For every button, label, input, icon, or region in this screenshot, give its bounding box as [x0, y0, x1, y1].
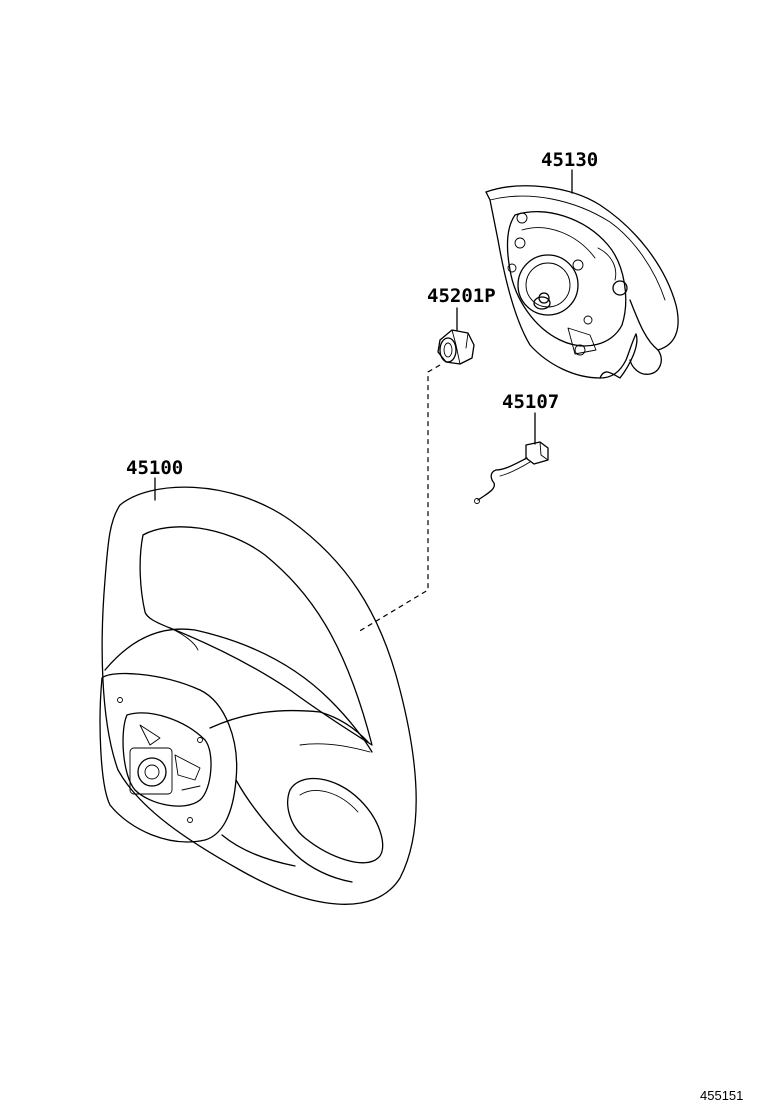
airbag-assembly-drawing[interactable]: [485, 185, 679, 379]
steering-wheel-drawing[interactable]: [99, 486, 417, 905]
wire-drawing[interactable]: [474, 441, 549, 504]
part-label-45201P[interactable]: 45201P: [427, 285, 496, 307]
dashed-assembly-line: [357, 364, 441, 633]
figure-number: 455151: [700, 1088, 743, 1103]
nut-drawing[interactable]: [437, 329, 475, 365]
part-label-45100[interactable]: 45100: [126, 457, 183, 479]
part-label-45107[interactable]: 45107: [502, 391, 559, 413]
part-label-45130[interactable]: 45130: [541, 149, 598, 171]
